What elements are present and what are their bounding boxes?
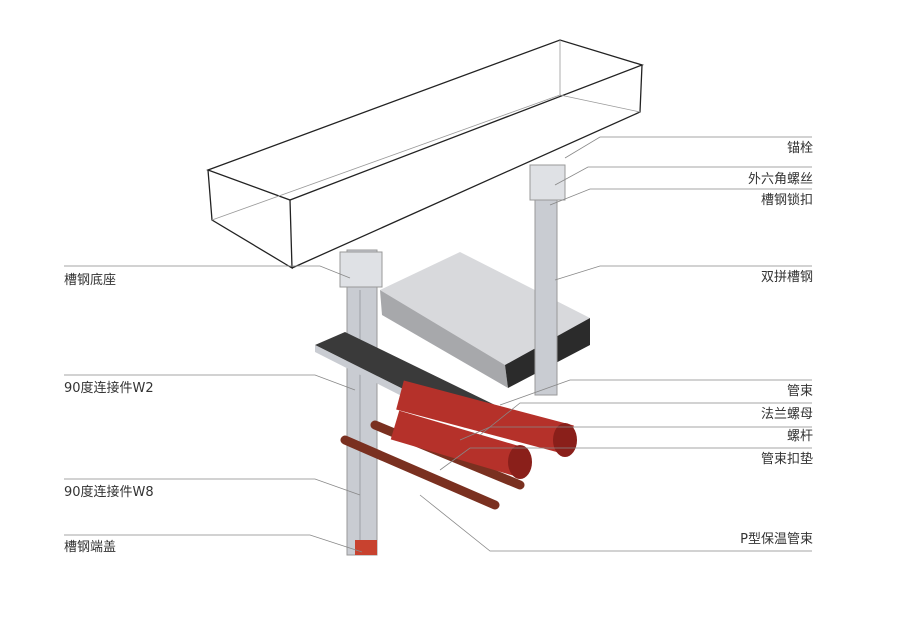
label-channel-base: 槽钢底座 — [64, 273, 117, 288]
leader-lines — [64, 136, 812, 553]
label-hex-screw: 外六角螺丝 — [747, 172, 813, 187]
label-connector-w2: 90度连接件W2 — [64, 381, 154, 396]
label-channel-end-cap: 槽钢端盖 — [64, 540, 117, 555]
label-anchor-bolt: 锚栓 — [786, 141, 813, 156]
label-clamp-pad: 管束扣垫 — [760, 452, 813, 467]
label-flange-nut: 法兰螺母 — [760, 407, 813, 422]
double-channel-steel-right — [529, 164, 566, 396]
air-duct-wireframe — [206, 39, 644, 270]
label-p-insulation-clamp: P型保温管束 — [740, 532, 813, 547]
red-pipes — [390, 380, 577, 479]
label-pipe-clamp: 管束 — [786, 384, 813, 399]
double-channel-steel-left — [339, 249, 383, 556]
label-threaded-rod: 螺杆 — [786, 429, 813, 444]
label-connector-w8: 90度连接件W8 — [64, 485, 154, 500]
label-channel-lock: 槽钢锁扣 — [760, 193, 813, 208]
label-double-channel: 双拼槽钢 — [760, 270, 813, 285]
